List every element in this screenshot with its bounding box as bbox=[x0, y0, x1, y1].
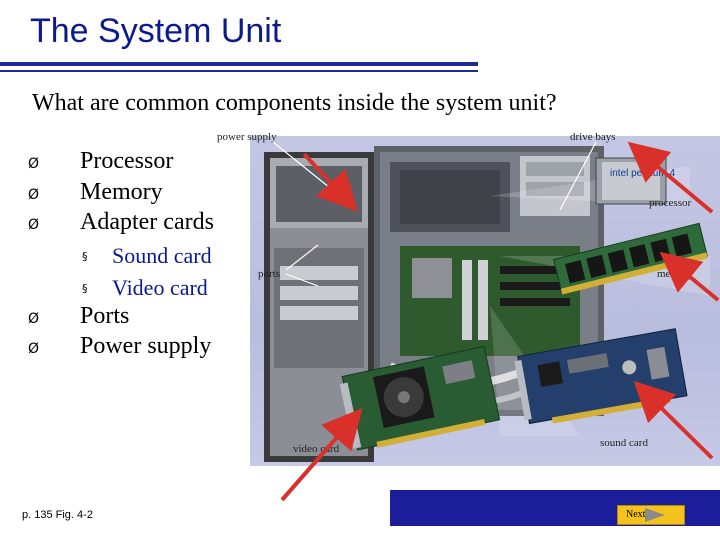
red-arrow-icon bbox=[645, 392, 712, 458]
figure-caption: p. 135 Fig. 4-2 bbox=[22, 509, 93, 521]
red-arrow-icon bbox=[672, 262, 718, 300]
pointer-line bbox=[286, 245, 318, 270]
red-arrow-icon bbox=[304, 154, 347, 200]
pointer-line bbox=[273, 142, 345, 200]
red-arrow-icon bbox=[640, 152, 712, 212]
next-button-label: Next bbox=[626, 509, 645, 520]
pointer-line bbox=[560, 142, 596, 210]
next-arrow-icon bbox=[645, 508, 665, 522]
next-button[interactable]: Next bbox=[617, 505, 685, 525]
pointer-line bbox=[286, 274, 318, 286]
red-arrow-icon bbox=[282, 420, 352, 500]
